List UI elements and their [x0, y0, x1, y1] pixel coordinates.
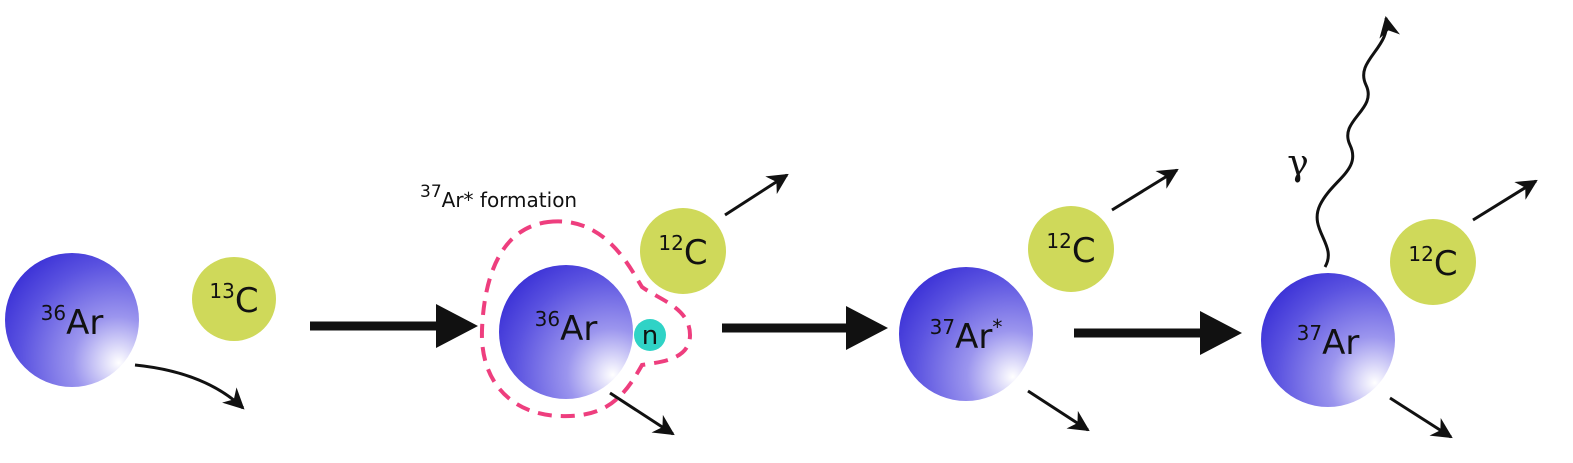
carbon-12-symbol: C	[1072, 231, 1096, 271]
argon-36-label: 36Ar	[535, 307, 598, 349]
carbon-12-mass: 12	[1046, 229, 1071, 253]
carbon-12-motion-arrow	[1472, 179, 1538, 222]
transition-arrow-3	[1074, 311, 1242, 355]
argon-37-label: 37Ar	[1297, 321, 1360, 363]
argon-36-nucleus	[499, 265, 633, 399]
carbon-12-motion-arrow	[1111, 168, 1179, 212]
argon-36-symbol: Ar	[560, 309, 597, 349]
argon-37-excited-mark: *	[992, 315, 1002, 339]
neutron-label: n	[642, 321, 658, 351]
argon-37-mass: 37	[1297, 321, 1322, 345]
argon-36-trajectory-arrow	[134, 363, 245, 410]
carbon-12-mass: 12	[658, 231, 683, 255]
carbon-12-label: 12C	[658, 231, 707, 273]
carbon-12-nucleus	[1028, 206, 1114, 292]
transition-arrow-2	[722, 306, 888, 350]
carbon-13-symbol: C	[235, 281, 259, 321]
argon-37-excited-symbol: Ar	[955, 317, 992, 357]
carbon-13-label: 13C	[209, 279, 258, 321]
argon-37-motion-arrow	[1389, 396, 1453, 439]
carbon-12-motion-arrow	[724, 173, 789, 217]
argon-36-label: 36Ar	[41, 301, 104, 343]
argon-37-excited-motion-arrow	[1027, 389, 1090, 432]
neutron	[634, 319, 666, 351]
carbon-13-nucleus	[192, 257, 276, 341]
carbon-12-symbol: C	[1434, 244, 1458, 284]
gamma-photon-wavy-arrow	[1315, 15, 1400, 268]
argon-36-symbol: Ar	[66, 303, 103, 343]
argon-36-nucleus	[5, 253, 139, 387]
carbon-13-mass: 13	[209, 279, 234, 303]
transition-arrow-1	[310, 304, 478, 348]
argon-37-excited-label: 37Ar*	[930, 315, 1003, 357]
stage-4: γ 37Ar 12C	[1261, 15, 1538, 439]
argon-37-symbol: Ar	[1322, 323, 1359, 363]
carbon-12-nucleus	[640, 208, 726, 294]
formation-label: 37Ar* formation	[420, 182, 577, 212]
argon-37-excited-mass: 37	[930, 315, 955, 339]
carbon-12-label: 12C	[1046, 229, 1095, 271]
formation-boundary-outline	[479, 219, 693, 419]
argon-37-excited-nucleus	[899, 267, 1033, 401]
carbon-12-label: 12C	[1408, 242, 1457, 284]
argon-37-nucleus	[1261, 273, 1395, 407]
formation-label-mass: 37	[420, 182, 442, 202]
formation-label-text: Ar* formation	[442, 188, 577, 212]
carbon-12-nucleus	[1390, 219, 1476, 305]
argon-36-motion-arrow	[609, 391, 675, 436]
stage-2: 37Ar* formation 36Ar n 12C	[420, 173, 789, 436]
carbon-12-mass: 12	[1408, 242, 1433, 266]
stage-1: 36Ar 13C	[5, 253, 276, 410]
stage-3: 37Ar* 12C	[899, 168, 1179, 432]
argon-36-mass: 36	[41, 301, 66, 325]
carbon-12-symbol: C	[684, 233, 708, 273]
argon-36-mass: 36	[535, 307, 560, 331]
gamma-symbol: γ	[1287, 143, 1309, 184]
